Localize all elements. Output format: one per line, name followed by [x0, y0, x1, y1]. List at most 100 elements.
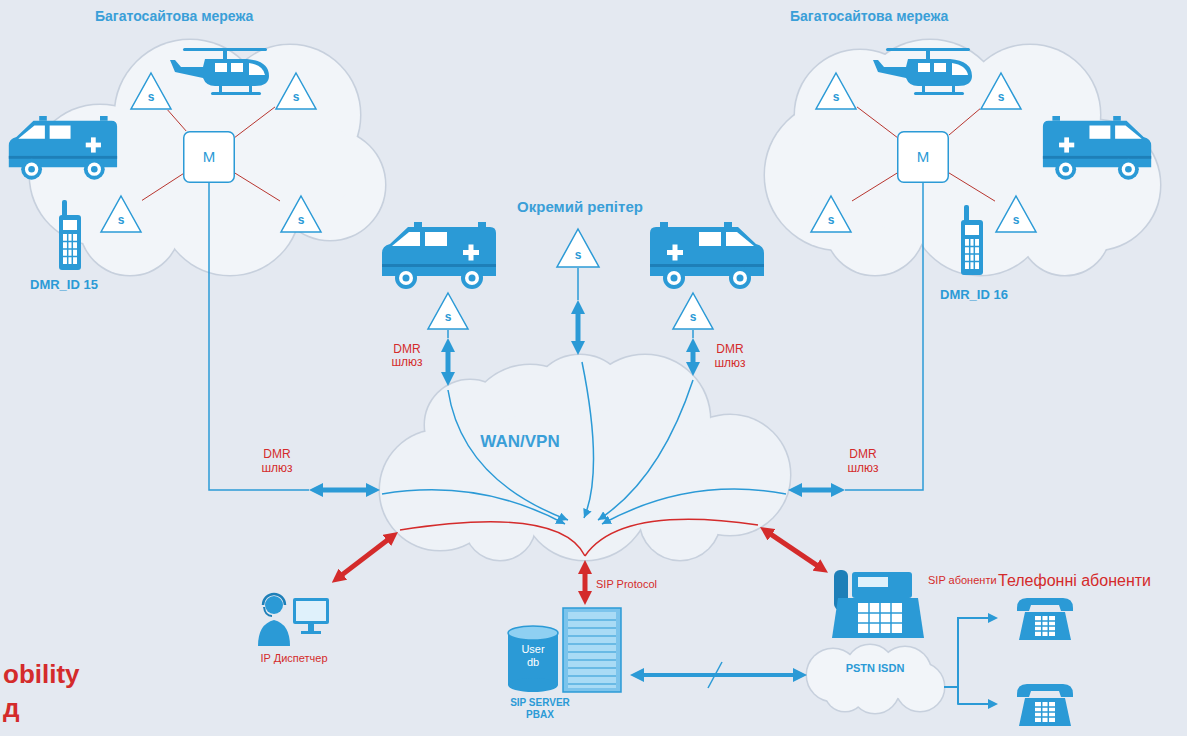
- cloud-outline: [30, 40, 385, 275]
- sip-phone-icon: [858, 603, 902, 633]
- slave-repeater-text: s: [275, 91, 317, 105]
- ambulance-icon: [650, 222, 764, 289]
- network-link: [693, 330, 694, 369]
- slave-repeater: s: [100, 195, 142, 233]
- database-icon: [508, 633, 558, 685]
- dispatcher-icon: [265, 596, 283, 614]
- server-icon: [568, 612, 616, 688]
- connector-path: [944, 687, 993, 704]
- repeater-triangle: [996, 196, 1036, 232]
- cloud-outline: [825, 671, 865, 711]
- cloud-outline: [30, 40, 385, 275]
- telephone-icon: [1017, 598, 1073, 726]
- connector-path: [337, 536, 392, 578]
- pstn-cloud: PSTN ISDN: [805, 645, 945, 713]
- repeater-triangle: [276, 73, 316, 109]
- ambulance-icon: [650, 222, 764, 289]
- connector-path: [583, 567, 588, 598]
- slave-repeater: s: [427, 292, 469, 330]
- slave-repeater-text: s: [427, 311, 469, 325]
- cloud-outline: [60, 95, 360, 235]
- repeater-triangle: [557, 229, 599, 267]
- slave-repeater: s: [810, 195, 852, 233]
- radio-id: DMR_ID 16: [940, 288, 1008, 303]
- wan-cloud: WAN/VPN: [380, 355, 790, 560]
- cloud-outline: [435, 410, 735, 530]
- master-repeater-text: M: [897, 148, 949, 165]
- repeater-triangle: [816, 73, 856, 109]
- cloud-outline: [765, 40, 1160, 275]
- server-icon: [563, 608, 621, 692]
- telephone-icon: [1017, 684, 1073, 726]
- database-icon: [508, 678, 558, 692]
- dispatcher-icon: [296, 601, 326, 621]
- cut-heading: д: [3, 694, 20, 724]
- slave-repeater-text: s: [980, 91, 1022, 105]
- gateway-feed-line: [692, 330, 694, 338]
- connector-path: [766, 531, 822, 569]
- cloud-outline: [60, 95, 360, 235]
- standalone-repeater: s: [556, 228, 600, 268]
- cloud-outline: [825, 671, 865, 711]
- gateway-feed-line: [577, 268, 579, 300]
- slave-repeater-text: s: [995, 214, 1037, 228]
- server-icon: [563, 608, 621, 692]
- connector-path: [446, 345, 451, 379]
- cloud-outline: [380, 355, 790, 560]
- sip-phone-icon: [858, 603, 902, 633]
- gateway-label: SIP Protocol: [596, 578, 657, 591]
- master-repeater-text: M: [183, 148, 235, 165]
- master-box: [184, 132, 235, 183]
- slave-repeater-text: s: [100, 214, 142, 228]
- network-link: [585, 567, 586, 598]
- cloud-outline: [435, 410, 735, 530]
- dispatcher-icon: [258, 594, 329, 646]
- sip-server-node-text: User db: [516, 643, 550, 668]
- sip-phone-icon: [832, 570, 924, 638]
- repeater-triangle: [131, 73, 171, 109]
- repeater-triangle: [811, 196, 851, 232]
- slave-repeater-text: s: [130, 91, 172, 105]
- repeater-triangle: [281, 196, 321, 232]
- multisite-cloud-text: Багатосайтова мережа: [790, 8, 948, 24]
- slave-repeater-text: s: [810, 214, 852, 228]
- network-link: [766, 531, 822, 569]
- sip-subscriber-node-text: SIP абоненти: [928, 574, 997, 587]
- multisite-cloud-text: Багатосайтова мережа: [95, 8, 253, 24]
- slave-repeater: s: [275, 72, 317, 110]
- master-repeater: M: [183, 131, 235, 183]
- master-repeater: M: [897, 131, 949, 183]
- sip-server-node-text: SIP SERVER PBAX: [500, 697, 580, 720]
- connector-path: [637, 673, 800, 677]
- sip-phone-icon: [858, 577, 888, 587]
- gateway-label: DMR шлюз: [252, 448, 302, 476]
- master-box: [898, 132, 949, 183]
- sip-phone-icon: [832, 598, 924, 638]
- wan-cloud-text: WAN/VPN: [460, 432, 580, 452]
- slave-repeater: s: [995, 195, 1037, 233]
- phone-branch-line: [958, 613, 998, 687]
- radio-id: DMR_ID 15: [30, 278, 98, 293]
- cloud-outline: [380, 355, 790, 560]
- cloud-outline: [807, 645, 944, 713]
- pstn-cloud-text: PSTN ISDN: [845, 662, 905, 675]
- repeater-triangle: [981, 73, 1021, 109]
- dispatcher-icon: [308, 624, 314, 632]
- server-icon: [568, 620, 616, 684]
- network-link: [944, 687, 993, 704]
- connector-path: [691, 345, 696, 369]
- slave-repeater-text: s: [815, 91, 857, 105]
- gateway-label: DMR шлюз: [707, 343, 753, 371]
- telephone-icon: [1017, 598, 1073, 640]
- repeater-triangle: [428, 293, 468, 329]
- phone-branch-line: [988, 613, 998, 623]
- network-link: [448, 330, 449, 379]
- network-link: [637, 675, 800, 676]
- dispatcher-icon: [263, 594, 285, 605]
- gateway-label: DMR шлюз: [838, 448, 888, 476]
- cloud-outline: [795, 95, 1125, 235]
- connector-path: [316, 488, 373, 493]
- dispatcher-icon: [301, 631, 321, 634]
